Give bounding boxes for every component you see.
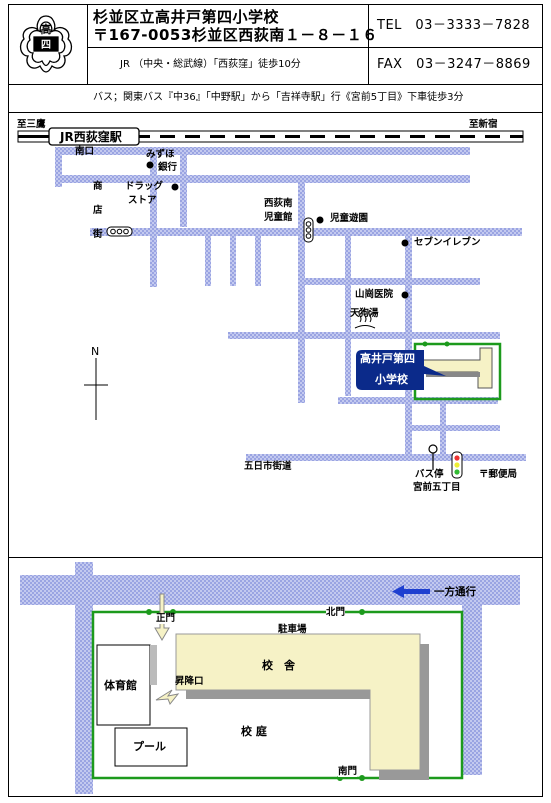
bathhouse-label: 天狗湯 <box>350 308 379 319</box>
playground-icon <box>316 216 324 224</box>
one-way-arrow-icon <box>392 585 430 598</box>
logo-divider <box>87 4 88 84</box>
playground-label: 児童遊園 <box>330 213 369 224</box>
seven-eleven-label: セブンイレブン <box>414 237 481 248</box>
mizuho-bank-icon <box>146 161 154 169</box>
tel-number: TEL 03－3333－7828 <box>377 18 531 33</box>
itsukaichi-road-label: 五日市街道 <box>244 461 292 472</box>
fax-number: FAX 03－3247－8869 <box>377 57 531 72</box>
mizuho-label-2: 銀行 <box>158 162 178 173</box>
pool-block <box>114 727 188 767</box>
traffic-light-icon <box>303 217 314 243</box>
header-bottom-rule <box>8 112 543 113</box>
clinic-label: 山崗医院 <box>355 289 394 300</box>
campus-road-east <box>462 585 482 775</box>
compass-n-label: N <box>91 345 100 358</box>
contact-divider <box>368 4 369 84</box>
to-shinjuku-label: 至新宿 <box>469 119 498 130</box>
shopping-street-label-1: 商 <box>93 181 103 192</box>
clinic-icon <box>401 291 409 299</box>
campus-road-north <box>20 575 520 605</box>
train-access: JR （中央・総武線）「西荻窪」徒歩10分 <box>120 59 301 70</box>
gym-label: 体育館 <box>104 679 137 692</box>
shopping-street-label-3: 街 <box>93 229 103 240</box>
campus-road-west <box>75 562 93 794</box>
traffic-light-icon <box>106 226 133 237</box>
schoolyard-label: 校 庭 <box>241 725 267 738</box>
station-box <box>48 127 140 146</box>
header-divider <box>8 84 543 85</box>
bus-access: バス；関東バス『中36』「中野駅」から「吉祥寺駅」行《宮前5丁目》下車徒歩3分 <box>93 92 464 103</box>
school-address: 〒167-0053杉並区西荻南１－８－１６ <box>93 26 378 44</box>
bus-stop-label-1: バス停 <box>415 469 444 480</box>
railway <box>17 130 524 143</box>
station-label: JR西荻窪駅 <box>60 130 122 144</box>
drugstore-label-2: ストア <box>128 195 157 206</box>
mizuho-label-1: みずほ <box>146 149 175 160</box>
north-gate-label: 北門 <box>326 607 346 618</box>
parking-label: 駐車場 <box>278 624 307 635</box>
area-roads <box>55 147 526 461</box>
south-exit-label: 南口 <box>75 146 95 157</box>
address-divider <box>87 47 543 48</box>
nishiogi-center-label-2: 児童館 <box>264 212 293 223</box>
bathhouse-icon <box>354 309 376 329</box>
nishiogi-center-label-1: 西荻南 <box>264 198 293 209</box>
entrance-label: 昇降口 <box>175 676 204 687</box>
post-office-label: 〒郵便局 <box>479 469 518 480</box>
bus-stop-icon <box>428 444 438 470</box>
drugstore-icon <box>171 183 179 191</box>
drugstore-label-1: ドラッグ <box>125 181 164 192</box>
maps-divider <box>8 557 543 558</box>
page-frame <box>8 4 543 797</box>
shopping-street-label-2: 店 <box>93 205 103 216</box>
pool-label: プール <box>133 740 166 753</box>
traffic-light-icon <box>451 451 463 479</box>
school-building-block <box>175 633 421 771</box>
one-way-label: 一方通行 <box>434 586 476 598</box>
school-callout-label-2: 小学校 <box>375 373 408 386</box>
bus-stop-label-2: 宮前五丁目 <box>413 482 461 493</box>
school-callout <box>356 350 446 390</box>
compass-icon <box>84 358 108 420</box>
school-building-label: 校 舎 <box>262 659 295 672</box>
school-name: 杉並区立高井戸第四小学校 <box>93 8 280 26</box>
south-gate-label: 南門 <box>338 766 358 777</box>
main-gate-label: 正門 <box>156 613 176 624</box>
entrance-arrow-icon <box>155 689 180 705</box>
gym-block <box>96 644 151 726</box>
seven-eleven-icon <box>401 239 409 247</box>
school-callout-label-1: 高井戸第四 <box>360 352 415 365</box>
to-mitaka-label: 至三鷹 <box>17 119 46 130</box>
